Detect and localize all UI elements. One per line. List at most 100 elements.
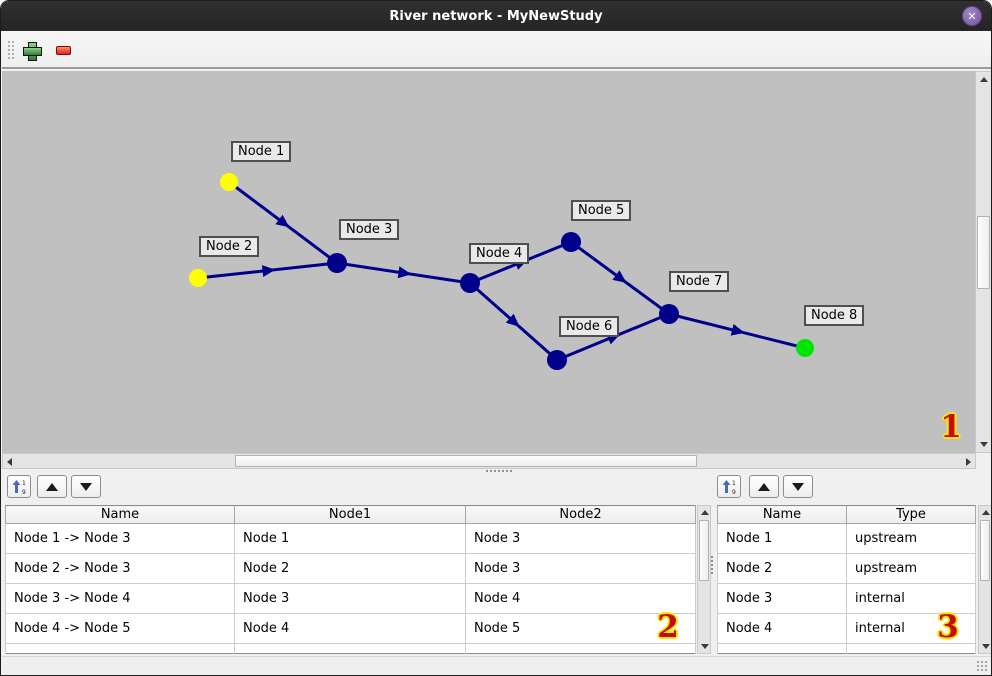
table-row[interactable]: Node 1 -> Node 3 Node 1 Node 3 [5,523,696,554]
cell-node-name[interactable]: Node 1 [717,523,847,554]
window-title: River network - MyNewStudy [389,8,603,24]
cell-link-node1[interactable]: Node 4 [234,613,466,644]
cell-node-type[interactable]: internal [846,583,976,614]
edge-node5-node7-arrow-icon [612,270,627,283]
up-arrow-icon [758,482,770,491]
sort-ascending-icon: 1 9 [722,479,736,495]
node-label-node-8[interactable]: Node 8 [804,305,865,326]
canvas-vscroll-thumb[interactable] [977,216,990,289]
node-circle-node-5[interactable] [561,232,581,252]
node-label-node-4[interactable]: Node 4 [469,243,530,264]
links-header-row: Name Node1 Node2 [5,505,696,524]
node-circle-node-7[interactable] [659,304,679,324]
svg-text:1: 1 [732,480,736,487]
cell-link-name[interactable]: Node 2 -> Node 3 [5,553,235,584]
splitter-handle-icon [486,470,512,472]
scroll-up-arrow[interactable] [980,77,988,82]
canvas-hscrollbar[interactable] [2,453,976,469]
node-label-node-6[interactable]: Node 6 [559,316,620,337]
canvas-hscroll-thumb[interactable] [235,455,697,467]
scroll-up-arrow[interactable] [982,510,990,515]
table-row[interactable]: Node 3 -> Node 4 Node 3 Node 4 [5,583,696,614]
nodes-col-type[interactable]: Type [846,505,976,524]
up-arrow-icon [46,482,58,491]
toolbar-grip[interactable] [7,40,14,60]
scroll-left-arrow[interactable] [7,458,12,466]
table-row[interactable]: Node 3 internal [717,583,976,614]
nodes-table-vscrollbar[interactable] [978,505,991,654]
cell-node-type[interactable]: internal [846,613,976,644]
table-row[interactable]: Node 2 -> Node 3 Node 2 Node 3 [5,553,696,584]
close-icon: ✕ [967,10,977,23]
scroll-right-arrow[interactable] [966,458,971,466]
table-row[interactable]: Node 1 upstream [717,523,976,554]
cell-node-name[interactable]: Node 2 [717,553,847,584]
node-label-node-3[interactable]: Node 3 [339,219,400,240]
edge-node3-node4-arrow-icon [397,266,412,279]
links-sort-button[interactable]: 1 9 [7,475,31,498]
cell-node-type[interactable]: upstream [846,523,976,554]
links-move-down-button[interactable] [71,475,101,498]
cell-link-node2[interactable]: Node 3 [465,523,696,554]
river-network-canvas[interactable]: Node 1 Node 2 Node 3 Node 4 Node 5 Node 6 Node… [2,71,975,453]
cell-link-node2[interactable]: Node 5 [465,613,696,644]
node-circle-node-4[interactable] [460,273,480,293]
node-circle-node-1[interactable] [220,173,238,191]
node-label-node-2[interactable]: Node 2 [199,236,260,257]
close-button[interactable]: ✕ [962,6,982,26]
canvas-vscrollbar[interactable] [975,71,991,453]
resize-grip[interactable] [976,660,988,672]
edge-node4-node6-arrow-icon [505,313,520,327]
cell-link-node1[interactable]: Node 1 [234,523,466,554]
edge-node1-node3-arrow-icon [275,214,290,228]
node-label-node-7[interactable]: Node 7 [669,271,730,292]
scroll-down-arrow[interactable] [701,644,709,649]
scroll-down-arrow[interactable] [982,644,990,649]
table-row[interactable]: Node 2 upstream [717,553,976,584]
nodes-vscroll-thumb[interactable] [980,520,990,581]
links-col-name[interactable]: Name [5,505,235,524]
vertical-splitter[interactable] [711,556,713,574]
add-link-button[interactable] [18,37,44,63]
table-row[interactable]: Node 4 -> Node 5 Node 4 Node 5 [5,613,696,644]
links-vscroll-thumb[interactable] [699,520,709,581]
node-circle-node-8[interactable] [796,339,814,357]
node-circle-node-3[interactable] [327,253,347,273]
node-label-node-1[interactable]: Node 1 [231,141,292,162]
node-label-node-5[interactable]: Node 5 [571,200,632,221]
scroll-down-arrow[interactable] [980,442,988,447]
cell-link-node2[interactable]: Node 4 [465,583,696,614]
down-arrow-icon [80,482,92,491]
links-move-up-button[interactable] [37,475,67,498]
cell-node-type[interactable]: upstream [846,553,976,584]
table-row[interactable] [717,643,976,654]
cell-link-node2[interactable]: Node 3 [465,553,696,584]
add-icon [22,41,42,61]
cell-node-name[interactable]: Node 4 [717,613,847,644]
links-col-node1[interactable]: Node1 [234,505,466,524]
remove-icon [55,45,71,55]
node-circle-node-2[interactable] [189,269,207,287]
cell-node-name[interactable]: Node 3 [717,583,847,614]
nodes-col-name[interactable]: Name [717,505,847,524]
nodes-move-down-button[interactable] [783,475,813,498]
cell-link-name[interactable]: Node 3 -> Node 4 [5,583,235,614]
remove-link-button[interactable] [50,37,76,63]
table-row[interactable]: Node 4 internal [717,613,976,644]
cell-link-node1[interactable]: Node 2 [234,553,466,584]
cell-link-name[interactable]: Node 4 -> Node 5 [5,613,235,644]
links-table: Name Node1 Node2 Node 1 -> Node 3 Node 1… [5,505,696,654]
links-table-vscrollbar[interactable] [697,505,711,654]
svg-text:1: 1 [22,480,26,487]
down-arrow-icon [792,482,804,491]
nodes-move-up-button[interactable] [749,475,779,498]
links-col-node2[interactable]: Node2 [465,505,696,524]
scroll-up-arrow[interactable] [701,510,709,515]
cell-link-name[interactable]: Node 1 -> Node 3 [5,523,235,554]
table-row[interactable] [5,643,696,654]
horizontal-splitter[interactable] [2,469,991,473]
nodes-sort-button[interactable]: 1 9 [717,475,741,498]
node-circle-node-6[interactable] [547,350,567,370]
status-bar [2,656,991,675]
cell-link-node1[interactable]: Node 3 [234,583,466,614]
